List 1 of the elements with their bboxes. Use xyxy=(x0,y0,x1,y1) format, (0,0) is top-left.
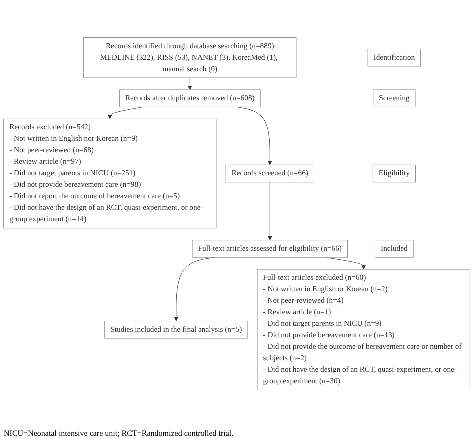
caption: NICU=Neonatal intensive care unit; RCT=Randomized controlled trial. xyxy=(3,428,235,439)
